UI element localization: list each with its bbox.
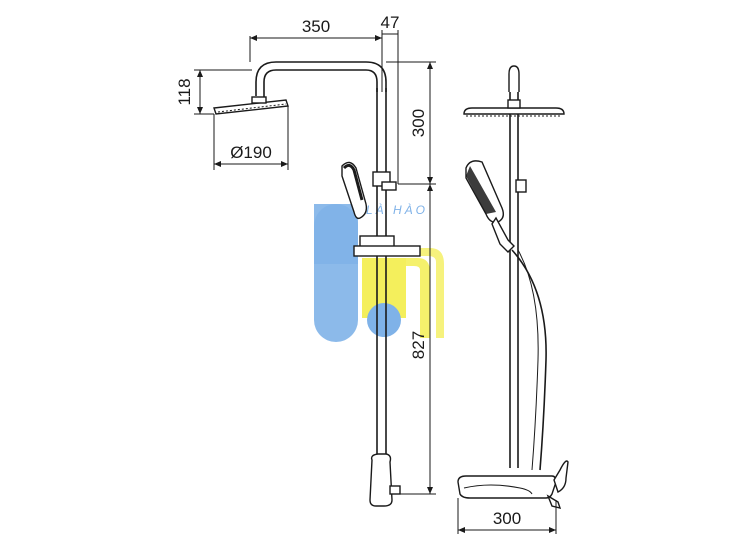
front-mixer-body <box>369 453 393 507</box>
dim-label-bar-height: 827 <box>409 331 428 359</box>
front-arm-inner <box>263 69 378 98</box>
front-slider-base <box>353 245 421 257</box>
dim-label-head-diameter: Ø190 <box>230 143 272 162</box>
watermark-yellow-stripe-2 <box>420 248 444 338</box>
watermark-yellow-stripe-1 <box>406 258 430 338</box>
front-shower-head-nozzles <box>217 103 287 113</box>
side-dimensions: 300 <box>457 498 557 534</box>
side-clamp <box>515 179 527 193</box>
side-mixer-lever <box>553 460 569 493</box>
front-head-connector <box>251 96 267 104</box>
front-arm-outer <box>255 61 387 96</box>
side-mixer-body <box>457 475 557 499</box>
side-view <box>457 65 569 509</box>
watermark-logo: LÀ HÀO <box>314 202 444 342</box>
watermark-blue-dot <box>367 303 401 337</box>
dim-label-arm-length: 350 <box>302 17 330 36</box>
side-hose-inner <box>517 249 539 471</box>
dim-label-upper-height: 300 <box>409 109 428 137</box>
front-mixer-outlet <box>389 485 401 495</box>
front-dimensions: 350 47 118 Ø190 300 827 <box>175 13 436 495</box>
side-shower-head <box>463 107 565 115</box>
front-hand-shower <box>341 161 368 220</box>
side-hand-shower-handle <box>491 216 515 253</box>
front-shower-head <box>213 99 289 115</box>
side-head-connector <box>507 99 521 109</box>
dim-label-mixer-width: 300 <box>493 509 521 528</box>
side-hand-shower-face <box>466 166 496 214</box>
side-top-cap <box>508 65 520 92</box>
side-mixer-wall-mount <box>546 494 562 509</box>
front-upper-knob <box>381 181 397 191</box>
front-hand-shower-face <box>342 163 364 201</box>
side-mixer-spout <box>463 484 533 495</box>
dim-label-arm-offset: 47 <box>381 13 400 32</box>
watermark-blue-top <box>314 204 358 264</box>
dim-label-head-height: 118 <box>175 78 194 105</box>
side-hose-outer <box>511 249 547 471</box>
watermark-text: LÀ HÀO <box>366 202 428 217</box>
